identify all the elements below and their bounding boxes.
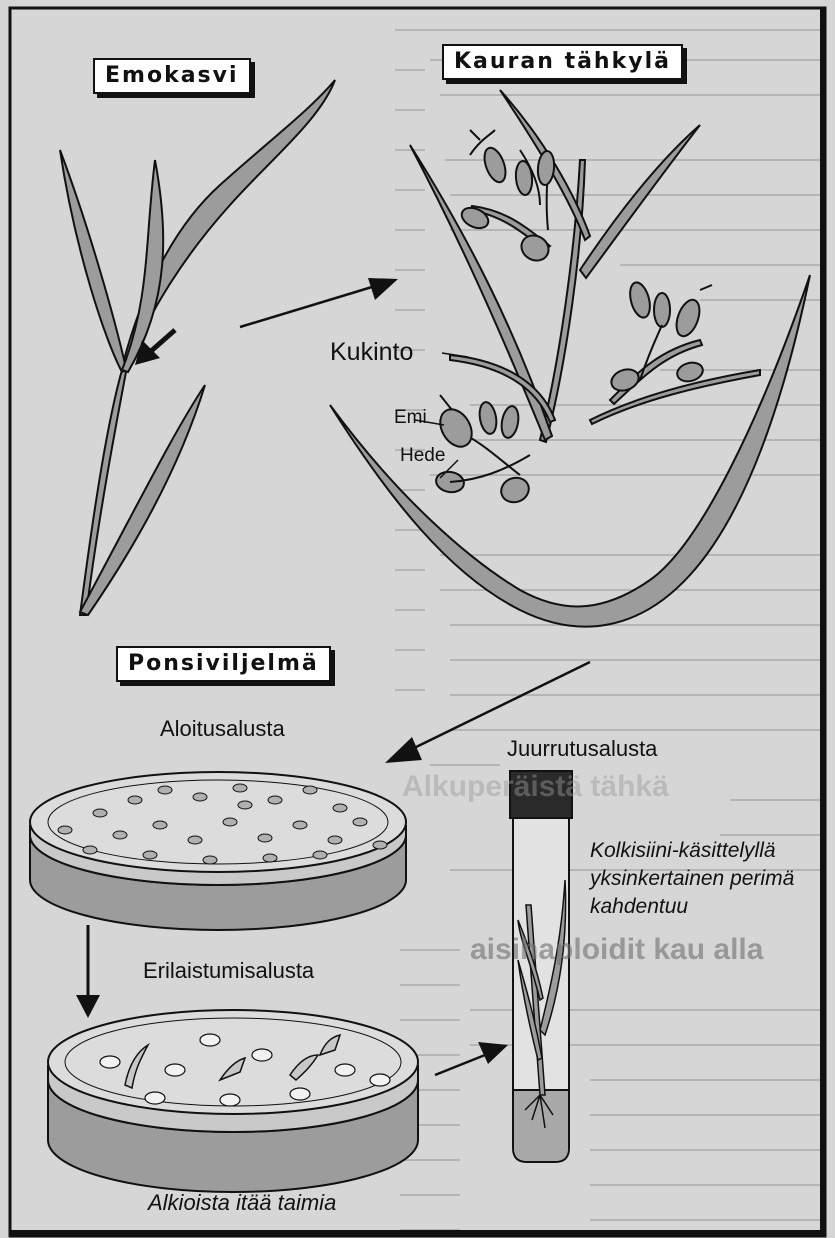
differentiation-medium-label: Erilaistumisalusta bbox=[143, 960, 314, 982]
background-heading-2: aisihaploidit kau alla bbox=[470, 935, 763, 965]
anther-culture-label: Ponsiviljelmä bbox=[116, 646, 331, 682]
rooting-medium-label: Juurrutusalusta bbox=[507, 738, 657, 760]
colchicine-text-line2: yksinkertainen perimä bbox=[590, 868, 794, 889]
initiation-medium-label: Aloitusalusta bbox=[160, 718, 285, 740]
embryos-germinate-label: Alkioista itää taimia bbox=[148, 1192, 336, 1214]
pistil-label: Emi bbox=[394, 408, 427, 427]
parent-plant-label: Emokasvi bbox=[93, 58, 251, 94]
background-text bbox=[395, 30, 820, 1230]
inflorescence-label: Kukinto bbox=[330, 340, 413, 365]
background-heading-1: Alkuperäistä tähkä bbox=[402, 772, 669, 802]
arrow-down bbox=[76, 925, 100, 1018]
colchicine-text-line1: Kolkisiini-käsittelyllä bbox=[590, 840, 776, 861]
stamen-label: Hede bbox=[400, 446, 445, 465]
arrow-to-rooting bbox=[435, 1042, 508, 1075]
arrow-to-panicle bbox=[240, 278, 398, 327]
colchicine-text-line3: kahdentuu bbox=[590, 896, 688, 917]
oat-panicle-label: Kauran tähkylä bbox=[442, 44, 683, 80]
parent-plant bbox=[60, 80, 335, 615]
